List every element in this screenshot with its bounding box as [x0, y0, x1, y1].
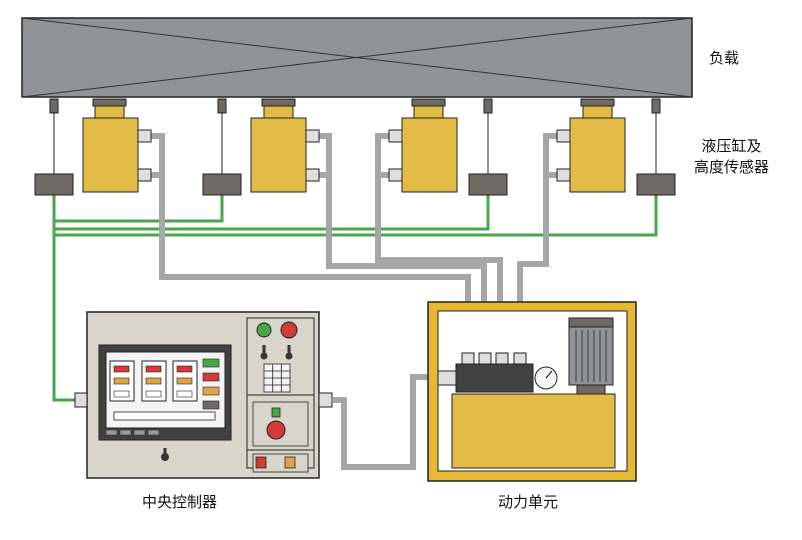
central-controller [74, 311, 333, 479]
toggle-switch-left-icon[interactable] [260, 345, 268, 360]
load-beam [21, 17, 693, 98]
start-lamp-icon[interactable] [256, 322, 272, 338]
keypad-icon[interactable] [263, 363, 291, 393]
hydraulic-cylinder-2 [250, 98, 320, 193]
toggle-switch-right-icon[interactable] [285, 345, 293, 360]
controller-label: 中央控制器 [142, 493, 218, 511]
height-sensor-1 [34, 98, 74, 196]
load-label: 负载 [709, 49, 740, 67]
cylinder-label-line2: 高度传感器 [694, 158, 770, 176]
touch-screen[interactable] [98, 344, 232, 441]
hydraulic-cylinder-1 [82, 98, 152, 193]
power-unit-label: 动力单元 [498, 493, 559, 511]
status-indicator-icon [271, 407, 281, 418]
cylinder-label-line1: 液压缸及 [701, 137, 762, 155]
height-sensor-3 [468, 98, 508, 196]
hydraulic-cylinder-3 [388, 98, 458, 193]
main-toggle-switch-icon[interactable] [161, 448, 169, 461]
red-indicator-icon [255, 456, 267, 469]
height-sensor-2 [202, 98, 242, 196]
oil-tank [451, 393, 616, 469]
valve-manifold [455, 363, 534, 393]
emergency-stop-button[interactable] [266, 420, 286, 440]
cylinder-sensor-label: 液压缸及 高度传感器 [694, 136, 769, 178]
pressure-gauge-icon [534, 366, 558, 390]
height-sensor-4 [636, 98, 676, 196]
motor-icon [568, 317, 614, 395]
power-unit [427, 301, 637, 482]
signal-wires [52, 195, 658, 402]
orange-indicator-icon [284, 456, 296, 469]
hydraulic-cylinder-4 [556, 98, 626, 193]
stop-lamp-icon[interactable] [280, 321, 298, 339]
